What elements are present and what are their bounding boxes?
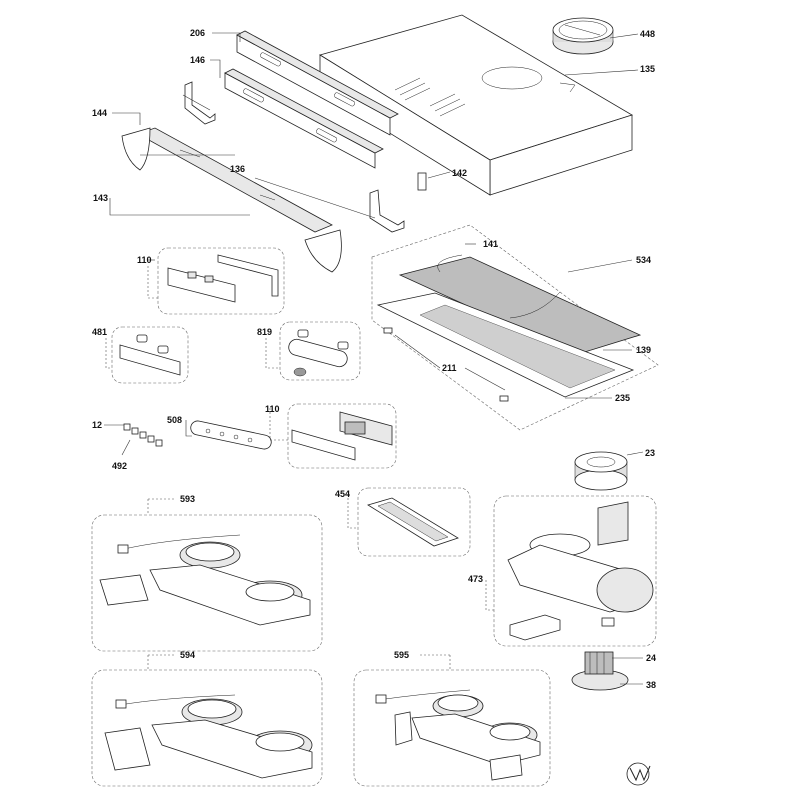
clip-142-part	[417, 172, 427, 191]
label-595: 595	[394, 650, 409, 660]
group-595-outline	[353, 669, 551, 787]
plate-454-part	[367, 497, 459, 547]
label-146: 146	[190, 55, 205, 65]
bracket-left-part	[184, 81, 216, 125]
housing-473-part	[507, 501, 654, 641]
control-panel-110-part	[167, 254, 279, 303]
label-110-top: 110	[137, 255, 152, 265]
label-819: 819	[257, 327, 272, 337]
label-492: 492	[112, 461, 127, 471]
label-211: 211	[442, 363, 457, 373]
bar-508-part	[190, 420, 272, 450]
label-24: 24	[646, 653, 656, 663]
group-110-b-outline	[287, 403, 397, 469]
label-136: 136	[230, 164, 245, 174]
part-labels: 206 146 144 136 143 448 135 142 141 534 …	[92, 28, 656, 690]
label-141: 141	[483, 239, 498, 249]
group-594-outline	[91, 669, 323, 787]
label-142: 142	[452, 168, 467, 178]
side-rail-146-part	[224, 68, 384, 169]
label-23: 23	[645, 448, 655, 458]
filter-frame-211-part	[376, 292, 635, 402]
label-143: 143	[93, 193, 108, 203]
group-473-outline	[493, 495, 657, 647]
label-206: 206	[190, 28, 205, 38]
label-473: 473	[468, 574, 483, 584]
outlet-ring-part	[552, 17, 614, 55]
group-110-a-outline	[157, 247, 285, 315]
end-cap-right-part	[304, 229, 342, 273]
switch-block-110-part	[291, 411, 393, 461]
label-144: 144	[92, 108, 107, 118]
group-819-outline	[279, 321, 361, 381]
blower-assembly-594-part	[104, 694, 313, 779]
hood-body-part	[319, 14, 633, 196]
blower-assembly-593-part	[99, 534, 311, 626]
group-454-outline	[357, 487, 471, 557]
label-594: 594	[180, 650, 195, 660]
leader-lines	[104, 32, 644, 685]
fan-wheel-23-part	[574, 451, 628, 491]
label-508: 508	[167, 415, 182, 425]
filter-group-outline	[371, 224, 659, 431]
switch-board-481-part	[119, 334, 181, 376]
group-593-outline	[91, 514, 323, 652]
side-rail-206-part	[236, 30, 399, 136]
glass-panel-part	[137, 127, 333, 233]
label-481: 481	[92, 327, 107, 337]
end-cap-left-part	[121, 127, 151, 171]
buttons-12-part	[123, 423, 163, 447]
label-110-bottom: 110	[265, 404, 280, 414]
label-12: 12	[92, 420, 102, 430]
label-448: 448	[640, 29, 655, 39]
label-235: 235	[615, 393, 630, 403]
label-38: 38	[646, 680, 656, 690]
motor-24-part	[571, 651, 629, 691]
label-534: 534	[636, 255, 651, 265]
manufacturer-logo	[626, 762, 651, 786]
label-593: 593	[180, 494, 195, 504]
knob-panel-819-part	[288, 329, 349, 377]
label-139: 139	[636, 345, 651, 355]
label-135: 135	[640, 64, 655, 74]
group-481-outline	[111, 326, 189, 384]
label-454: 454	[335, 489, 350, 499]
blower-assembly-595-part	[375, 689, 541, 781]
bracket-right-part	[369, 189, 405, 233]
